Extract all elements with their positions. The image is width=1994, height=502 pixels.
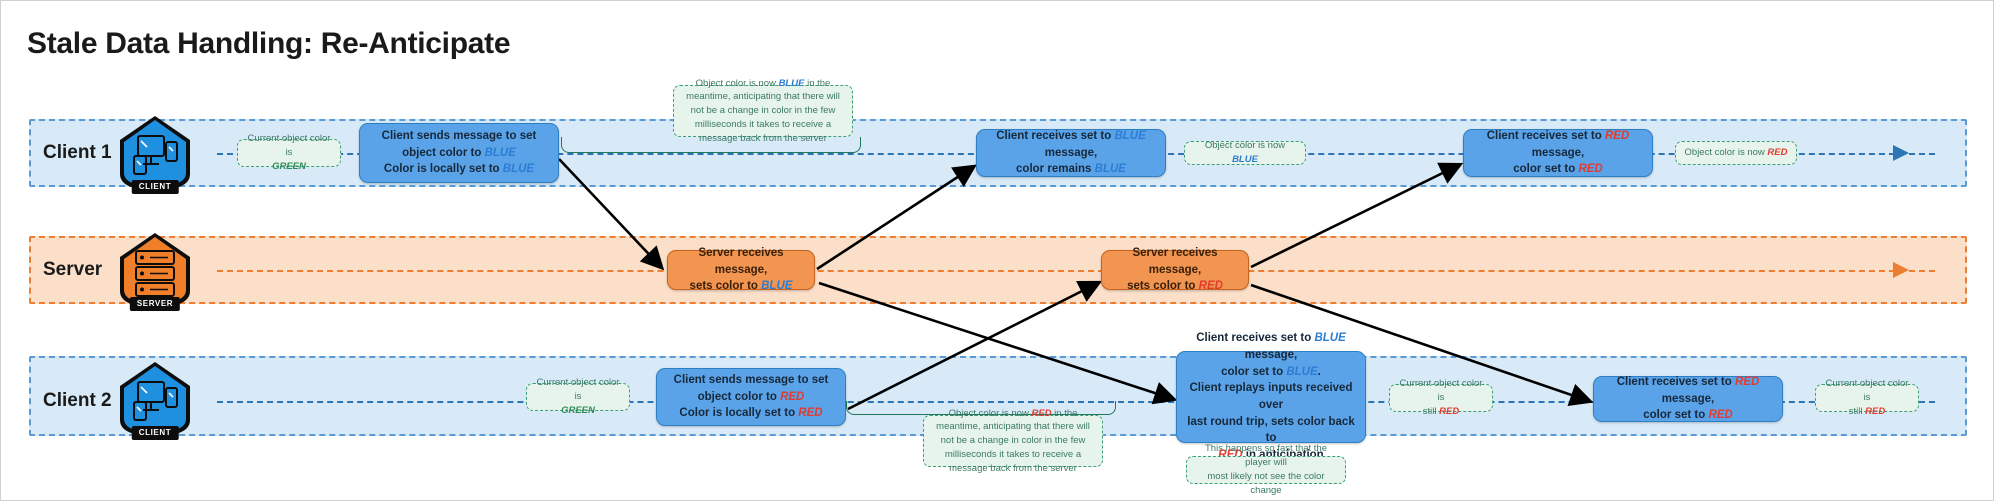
note-client2-end-l2v: RED bbox=[1865, 405, 1886, 417]
note-client1-end: Object color is now RED bbox=[1675, 141, 1797, 165]
note-client2-start: Current object color is GREEN bbox=[526, 377, 630, 416]
box-server-red-l1: Server receives message, bbox=[1132, 247, 1218, 276]
actor-caption-client1: CLIENT bbox=[131, 180, 179, 194]
note-client1-start: Current object color is GREEN bbox=[237, 133, 341, 172]
leader-client1-callout bbox=[561, 137, 861, 153]
box-c2s-l2v: RED bbox=[798, 407, 823, 420]
actor-server: SERVER bbox=[116, 231, 194, 311]
swimlane-server bbox=[29, 236, 1967, 304]
note-client2-callout-value: RED bbox=[1031, 407, 1052, 419]
note-client2-mid-l1: Current object color is bbox=[1399, 378, 1483, 404]
note-client2-mid-l2a: still bbox=[1422, 405, 1440, 417]
actor-client1: CLIENT bbox=[116, 114, 194, 194]
box-client1-send[interactable]: Client sends message to set object color… bbox=[359, 123, 559, 183]
box-server-red-l2a: sets color to bbox=[1127, 280, 1199, 293]
lane-label-server: Server bbox=[43, 259, 103, 280]
box-client1-send-l1b: color to bbox=[439, 146, 485, 159]
box-c2r-l4: last round trip, sets color back to bbox=[1187, 415, 1355, 445]
timeline-server bbox=[217, 270, 1935, 272]
note-client1-callout-a: Object color is now bbox=[695, 77, 779, 89]
box-c2r-l2a: color set to bbox=[1221, 365, 1287, 378]
box-server-red-l2v: RED bbox=[1198, 280, 1223, 293]
note-client2-start-line1: Current object color is bbox=[536, 377, 620, 403]
note-client2-start-value: GREEN bbox=[561, 404, 595, 416]
box-c2rr-l1b: message, bbox=[1661, 392, 1715, 405]
actor-caption-server: SERVER bbox=[129, 297, 181, 311]
box-c1rb-l1b: message, bbox=[1044, 146, 1098, 159]
box-c2rr-l2a: color set to bbox=[1643, 409, 1709, 422]
box-client1-send-l2a: Color is locally set to bbox=[383, 163, 503, 176]
note-client2-fast-l1: This happens so fast that the player wil… bbox=[1205, 443, 1327, 469]
box-c2s-l1b: color to bbox=[734, 390, 781, 403]
note-client1-mid-a: Object color is now bbox=[1204, 140, 1286, 152]
box-server-blue-l2v: BLUE bbox=[761, 280, 793, 293]
actor-caption-client2: CLIENT bbox=[131, 426, 179, 440]
lane-label-client2: Client 2 bbox=[43, 390, 112, 411]
box-client2-recv-red[interactable]: Client receives set to RED message, colo… bbox=[1593, 376, 1783, 422]
box-c2rr-l1a: Client receives set to bbox=[1616, 376, 1735, 388]
box-c1rb-l2a: color remains bbox=[1016, 163, 1095, 176]
note-client1-mid: Object color is now BLUE bbox=[1184, 140, 1306, 165]
box-client1-recv-blue[interactable]: Client receives set to BLUE message, col… bbox=[976, 129, 1166, 177]
note-client2-mid: Current object color is still RED bbox=[1389, 378, 1493, 417]
box-c1rr-l1b: message, bbox=[1531, 146, 1585, 159]
box-c2r-l2b: . bbox=[1317, 365, 1321, 378]
actor-client2: CLIENT bbox=[116, 360, 194, 440]
box-client2-replay[interactable]: Client receives set to BLUE message, col… bbox=[1176, 332, 1366, 461]
note-client1-start-value: GREEN bbox=[272, 160, 306, 172]
client-workstation-icon bbox=[120, 362, 190, 436]
box-c1rb-l1v: BLUE bbox=[1114, 130, 1146, 142]
note-client2-fast-l2: most likely not see the color change bbox=[1207, 471, 1325, 496]
box-c1rr-l1v: RED bbox=[1604, 130, 1630, 142]
note-client1-callout: Object color is now BLUE in the meantime… bbox=[673, 78, 853, 144]
box-c2s-l1v: RED bbox=[780, 390, 805, 403]
box-server-blue-l1: Server receives message, bbox=[698, 247, 784, 276]
box-client1-send-l2v: BLUE bbox=[502, 163, 535, 176]
box-client1-recv-red[interactable]: Client receives set to RED message, colo… bbox=[1463, 129, 1653, 177]
box-server-red[interactable]: Server receives message, sets color to R… bbox=[1101, 247, 1249, 293]
box-c2r-l2v: BLUE bbox=[1286, 365, 1318, 378]
leader-client2-callout bbox=[846, 401, 1116, 415]
note-client2-callout-a: Object color is now bbox=[948, 407, 1032, 419]
box-c2s-l1a: Client sends message to set object bbox=[673, 374, 829, 403]
note-client1-mid-value: BLUE bbox=[1232, 154, 1258, 165]
note-client2-callout-b: in the meantime, anticipating that there… bbox=[936, 407, 1090, 474]
note-client2-end-l1: Current object color is bbox=[1825, 378, 1909, 404]
box-c2s-l2a: Color is locally set to bbox=[679, 407, 799, 420]
box-server-blue[interactable]: Server receives message, sets color to B… bbox=[667, 247, 815, 293]
note-client1-end-value: RED bbox=[1767, 147, 1788, 159]
note-client2-end: Current object color is still RED bbox=[1815, 378, 1919, 417]
note-client1-callout-b: in the meantime, anticipating that there… bbox=[686, 77, 840, 144]
note-client2-end-l2a: still bbox=[1848, 405, 1866, 417]
box-c1rb-l2v: BLUE bbox=[1094, 163, 1126, 176]
box-c1rr-l2a: color set to bbox=[1513, 163, 1579, 176]
note-client2-callout: Object color is now RED in the meantime,… bbox=[923, 408, 1103, 474]
note-client2-fast: This happens so fast that the player wil… bbox=[1186, 443, 1346, 496]
box-c2r-l1a: Client receives set to bbox=[1196, 332, 1315, 345]
box-c2r-l1v: BLUE bbox=[1314, 332, 1346, 345]
box-c2r-l3: Client replays inputs received over bbox=[1189, 382, 1353, 411]
page-title: Stale Data Handling: Re-Anticipate bbox=[27, 27, 511, 60]
box-c2rr-l2v: RED bbox=[1708, 409, 1733, 422]
box-c2rr-l1v: RED bbox=[1734, 376, 1760, 388]
box-client2-send[interactable]: Client sends message to set object color… bbox=[656, 368, 846, 426]
box-c1rr-l1a: Client receives set to bbox=[1486, 130, 1605, 142]
note-client2-mid-l2v: RED bbox=[1439, 405, 1460, 417]
note-client1-end-a: Object color is now bbox=[1684, 147, 1768, 159]
box-server-blue-l2a: sets color to bbox=[689, 280, 762, 293]
lane-label-client1: Client 1 bbox=[43, 142, 112, 163]
box-client1-send-l1a: Client sends message to set object bbox=[381, 130, 537, 159]
box-c1rb-l1a: Client receives set to bbox=[996, 130, 1115, 142]
box-client1-send-l1v: BLUE bbox=[484, 146, 516, 159]
note-client1-start-line1: Current object color is bbox=[247, 133, 331, 159]
box-c1rr-l2v: RED bbox=[1578, 163, 1603, 176]
client-workstation-icon bbox=[120, 116, 190, 190]
server-rack-icon bbox=[120, 233, 190, 307]
box-c2r-l1b: message, bbox=[1244, 348, 1298, 361]
note-client1-callout-value: BLUE bbox=[778, 77, 805, 89]
